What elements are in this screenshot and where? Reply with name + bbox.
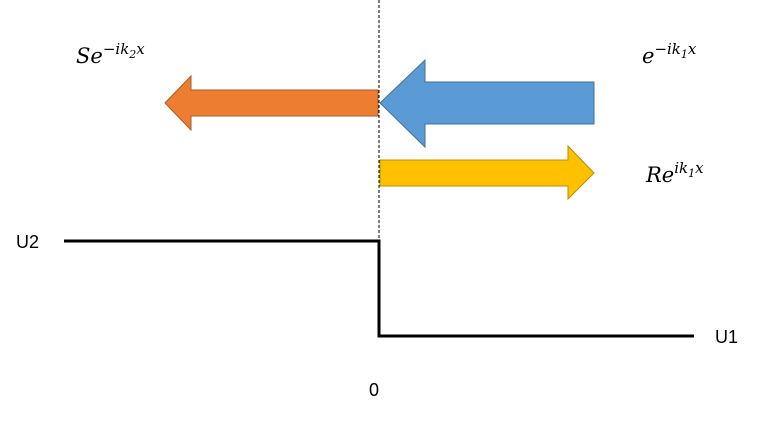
reflected-label-variable: x	[695, 159, 704, 177]
transmitted-label-exponent: −ik	[103, 40, 129, 58]
incident-label-variable: x	[688, 40, 697, 58]
left-potential-label: U2	[16, 232, 39, 252]
incident-label-subscript: 1	[681, 48, 688, 61]
transmitted-wave-label: Se−ik2x	[76, 40, 145, 68]
origin-label: 0	[369, 380, 379, 400]
reflected-label-exponent: ik	[674, 159, 688, 177]
right-potential-label: U1	[715, 327, 738, 347]
reflected-label-base: Re	[645, 163, 674, 187]
incident-wave-label: e−ik1x	[642, 40, 697, 68]
reflected-wave-arrow	[379, 144, 595, 201]
transmitted-label-subscript: 2	[128, 48, 136, 61]
incident-label-exponent: −ik	[654, 40, 680, 58]
reflected-wave-label: Reik1x	[645, 159, 704, 187]
potential-step-line	[64, 239, 694, 338]
incident-label-base: e	[642, 44, 654, 68]
reflected-label-subscript: 1	[688, 167, 695, 180]
incident-wave-arrow	[379, 58, 595, 149]
transmitted-label-variable: x	[136, 40, 145, 58]
transmitted-wave-arrow	[164, 74, 379, 132]
transmitted-label-base: Se	[76, 44, 103, 68]
